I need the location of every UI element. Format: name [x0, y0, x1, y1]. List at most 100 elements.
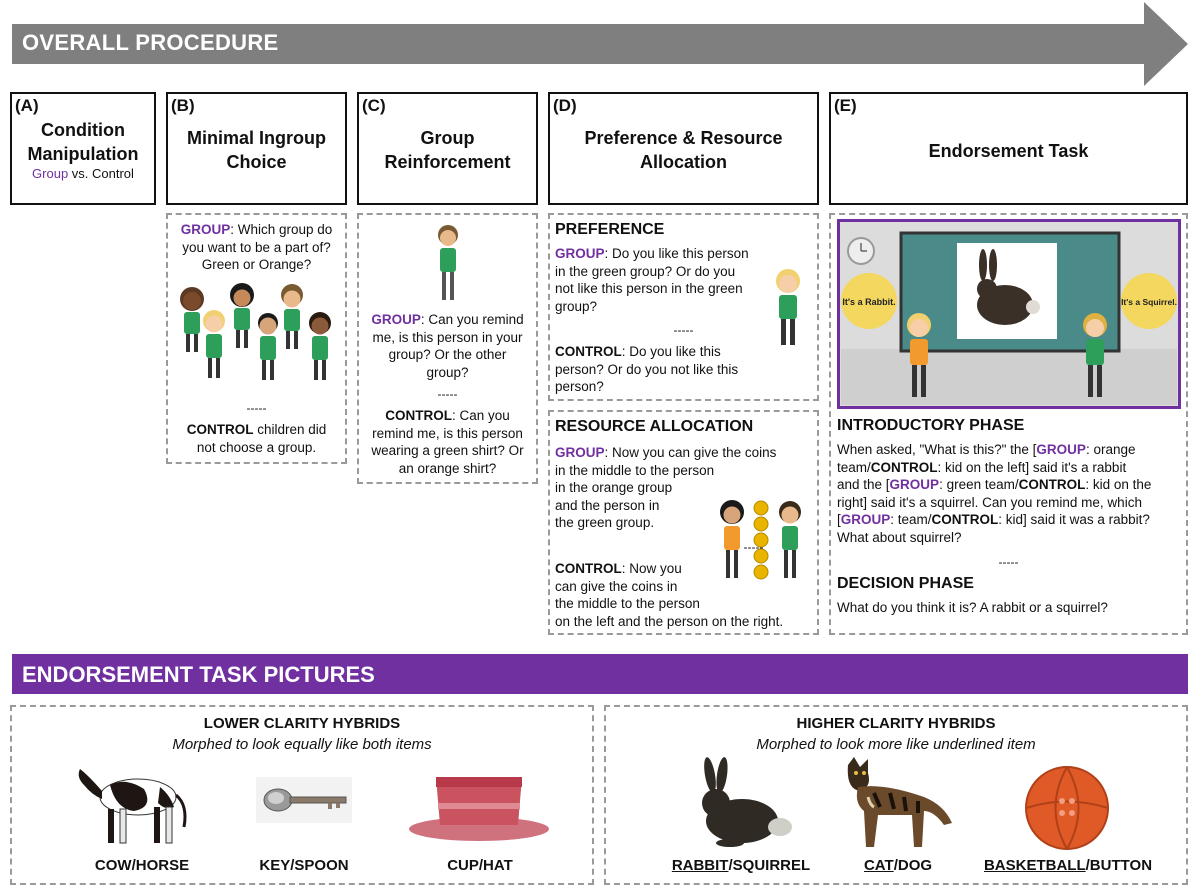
higher-clarity-heading: HIGHER CLARITY HYBRIDS [796, 715, 996, 732]
step-letter: (D) [553, 96, 577, 115]
step-letter: (E) [834, 96, 857, 115]
procedure-title: OVERALL PROCEDURE [22, 30, 279, 55]
text: : orange [1085, 442, 1136, 457]
control-word: CONTROL [186, 422, 254, 437]
step-title-line: Condition [41, 120, 125, 140]
key-spoon-label: KEY/SPOON [259, 857, 349, 874]
step-title-line: Preference & Resource [584, 128, 783, 148]
text: What about squirrel? [837, 529, 962, 545]
kid-figure [180, 287, 204, 352]
text: team/ [837, 459, 871, 475]
text: group? [426, 364, 469, 380]
text: Green or Orange? [201, 257, 312, 272]
text: not choose a group. [196, 439, 317, 455]
text: an orange shirt? [398, 460, 497, 476]
step-title: Group Reinforcement [359, 126, 536, 174]
group-word: GROUP [1036, 442, 1086, 457]
text: : Now you [621, 561, 682, 576]
panel-e-endorsement-task: It's a Rabbit. It's a Squirrel. INTRODUC… [829, 213, 1188, 635]
separator: ----- [743, 540, 764, 554]
text: : kid on the left] said it's a rabbit [937, 459, 1127, 475]
resource-heading: RESOURCE ALLOCATION [555, 418, 754, 435]
group-word: Group [32, 166, 69, 181]
group-word: GROUP [889, 477, 940, 492]
separator: ----- [437, 387, 458, 401]
kid-figure [230, 283, 254, 348]
panel-c-group-text: GROUP: Can you remind me, is this person… [361, 311, 534, 381]
text: in the green group? Or do you [555, 263, 736, 279]
kid-right-green [1083, 313, 1107, 397]
underlined-word: BASKETBALL [983, 857, 1086, 874]
control-word: vs. Control [68, 166, 134, 181]
girl-green-figure [779, 501, 801, 578]
text: remind me, is this person [372, 425, 523, 441]
text: : team/ [890, 512, 932, 527]
control-word: CONTROL [931, 512, 999, 527]
step-letter: (B) [171, 96, 195, 115]
group-word: GROUP [371, 312, 421, 327]
underlined-word: CAT [863, 857, 894, 874]
panel-b-control-text: CONTROL children did not choose a group. [170, 421, 343, 456]
pictures-band [12, 654, 1188, 694]
intro-phase-text: When asked, "What is this?" the [GROUP: … [837, 441, 1151, 546]
step-title-line: Reinforcement [384, 152, 511, 172]
step-title: Preference & Resource Allocation [550, 126, 817, 174]
text: group? Or the other [388, 347, 507, 362]
step-e-endorsement-task: (E) Endorsement Task [829, 92, 1188, 205]
text: you want to be a part of? [182, 239, 331, 255]
text: person? [555, 379, 604, 394]
intro-phase-heading: INTRODUCTORY PHASE [837, 417, 1025, 434]
kid-left-orange [907, 313, 931, 397]
text: and the person in [555, 497, 660, 513]
cat-dog-label: CAT/DOG [838, 857, 958, 874]
panel-c-control-text: CONTROL: Can you remind me, is this pers… [361, 407, 534, 477]
text: : kid] said it was a rabbit? [998, 512, 1150, 527]
step-title: Endorsement Task [928, 141, 1089, 161]
text: and the [ [837, 477, 890, 492]
text: : green team/ [939, 477, 1019, 492]
step-title-line: Choice [226, 152, 287, 172]
resource-group-text: GROUP: Now you can give the coins in the… [555, 444, 776, 532]
kid-figure [281, 284, 303, 349]
text: : Now you can give the coins [604, 445, 777, 460]
cup-hat-image [409, 777, 549, 841]
coins-kids-illustration [720, 500, 801, 580]
rabbit-squirrel-label: RABBIT/SQUIRREL [646, 857, 836, 874]
group-word: GROUP [555, 246, 605, 261]
control-word: CONTROL [555, 561, 622, 576]
speech-bubble-left: It's a Rabbit. [841, 273, 897, 329]
text: wearing a green shirt? Or [371, 443, 524, 458]
text: [ [837, 512, 841, 527]
step-a-condition-manipulation: (A) Condition Manipulation Group vs. Con… [10, 92, 156, 205]
decision-phase-heading: DECISION PHASE [837, 575, 974, 592]
endorsement-scene-illustration: It's a Rabbit. It's a Squirrel. [837, 219, 1181, 409]
panel-d-preference: PREFERENCE GROUP: Do you like this perso… [548, 213, 819, 401]
step-letter: (C) [362, 96, 386, 115]
step-title-line: Group [420, 128, 475, 148]
cup-hat-label: CUP/HAT [447, 857, 513, 874]
preference-control-text: CONTROL: Do you like this person? Or do … [555, 343, 738, 396]
key-spoon-image [256, 777, 352, 823]
text: children did [253, 422, 327, 437]
group-word: GROUP [555, 445, 605, 460]
kid-figure [203, 310, 225, 378]
text: : kid on the [1085, 477, 1152, 492]
panel-d-resource-allocation: RESOURCE ALLOCATION GROUP: Now you can g… [548, 410, 819, 635]
separator: ----- [673, 323, 694, 337]
panel-c-group-reinforcement: GROUP : Can you remind me, is this person… [357, 213, 538, 484]
text: : Can you [451, 408, 510, 423]
basketball-button-label: BASKETBALL/BUTTON [970, 857, 1166, 874]
control-word: CONTROL [1018, 477, 1086, 492]
text: : Do you like this [621, 344, 721, 359]
text: : Do you like this person [604, 246, 749, 261]
group-word: GROUP [840, 512, 891, 527]
preference-heading: PREFERENCE [555, 221, 665, 238]
higher-clarity-subheading: Morphed to look more like underlined ite… [756, 736, 1036, 753]
panel-b-ingroup-choice: GROUP: Which group do you want to be a p… [166, 213, 347, 464]
text: /BUTTON [1085, 857, 1153, 874]
decision-phase-text: What do you think it is? A rabbit or a s… [837, 600, 1108, 615]
step-b-minimal-ingroup-choice: (B) Minimal Ingroup Choice [166, 92, 347, 205]
kid-figure [258, 313, 278, 380]
text: the green group. [555, 515, 655, 530]
lower-clarity-panel: LOWER CLARITY HYBRIDS Morphed to look eq… [10, 705, 594, 885]
